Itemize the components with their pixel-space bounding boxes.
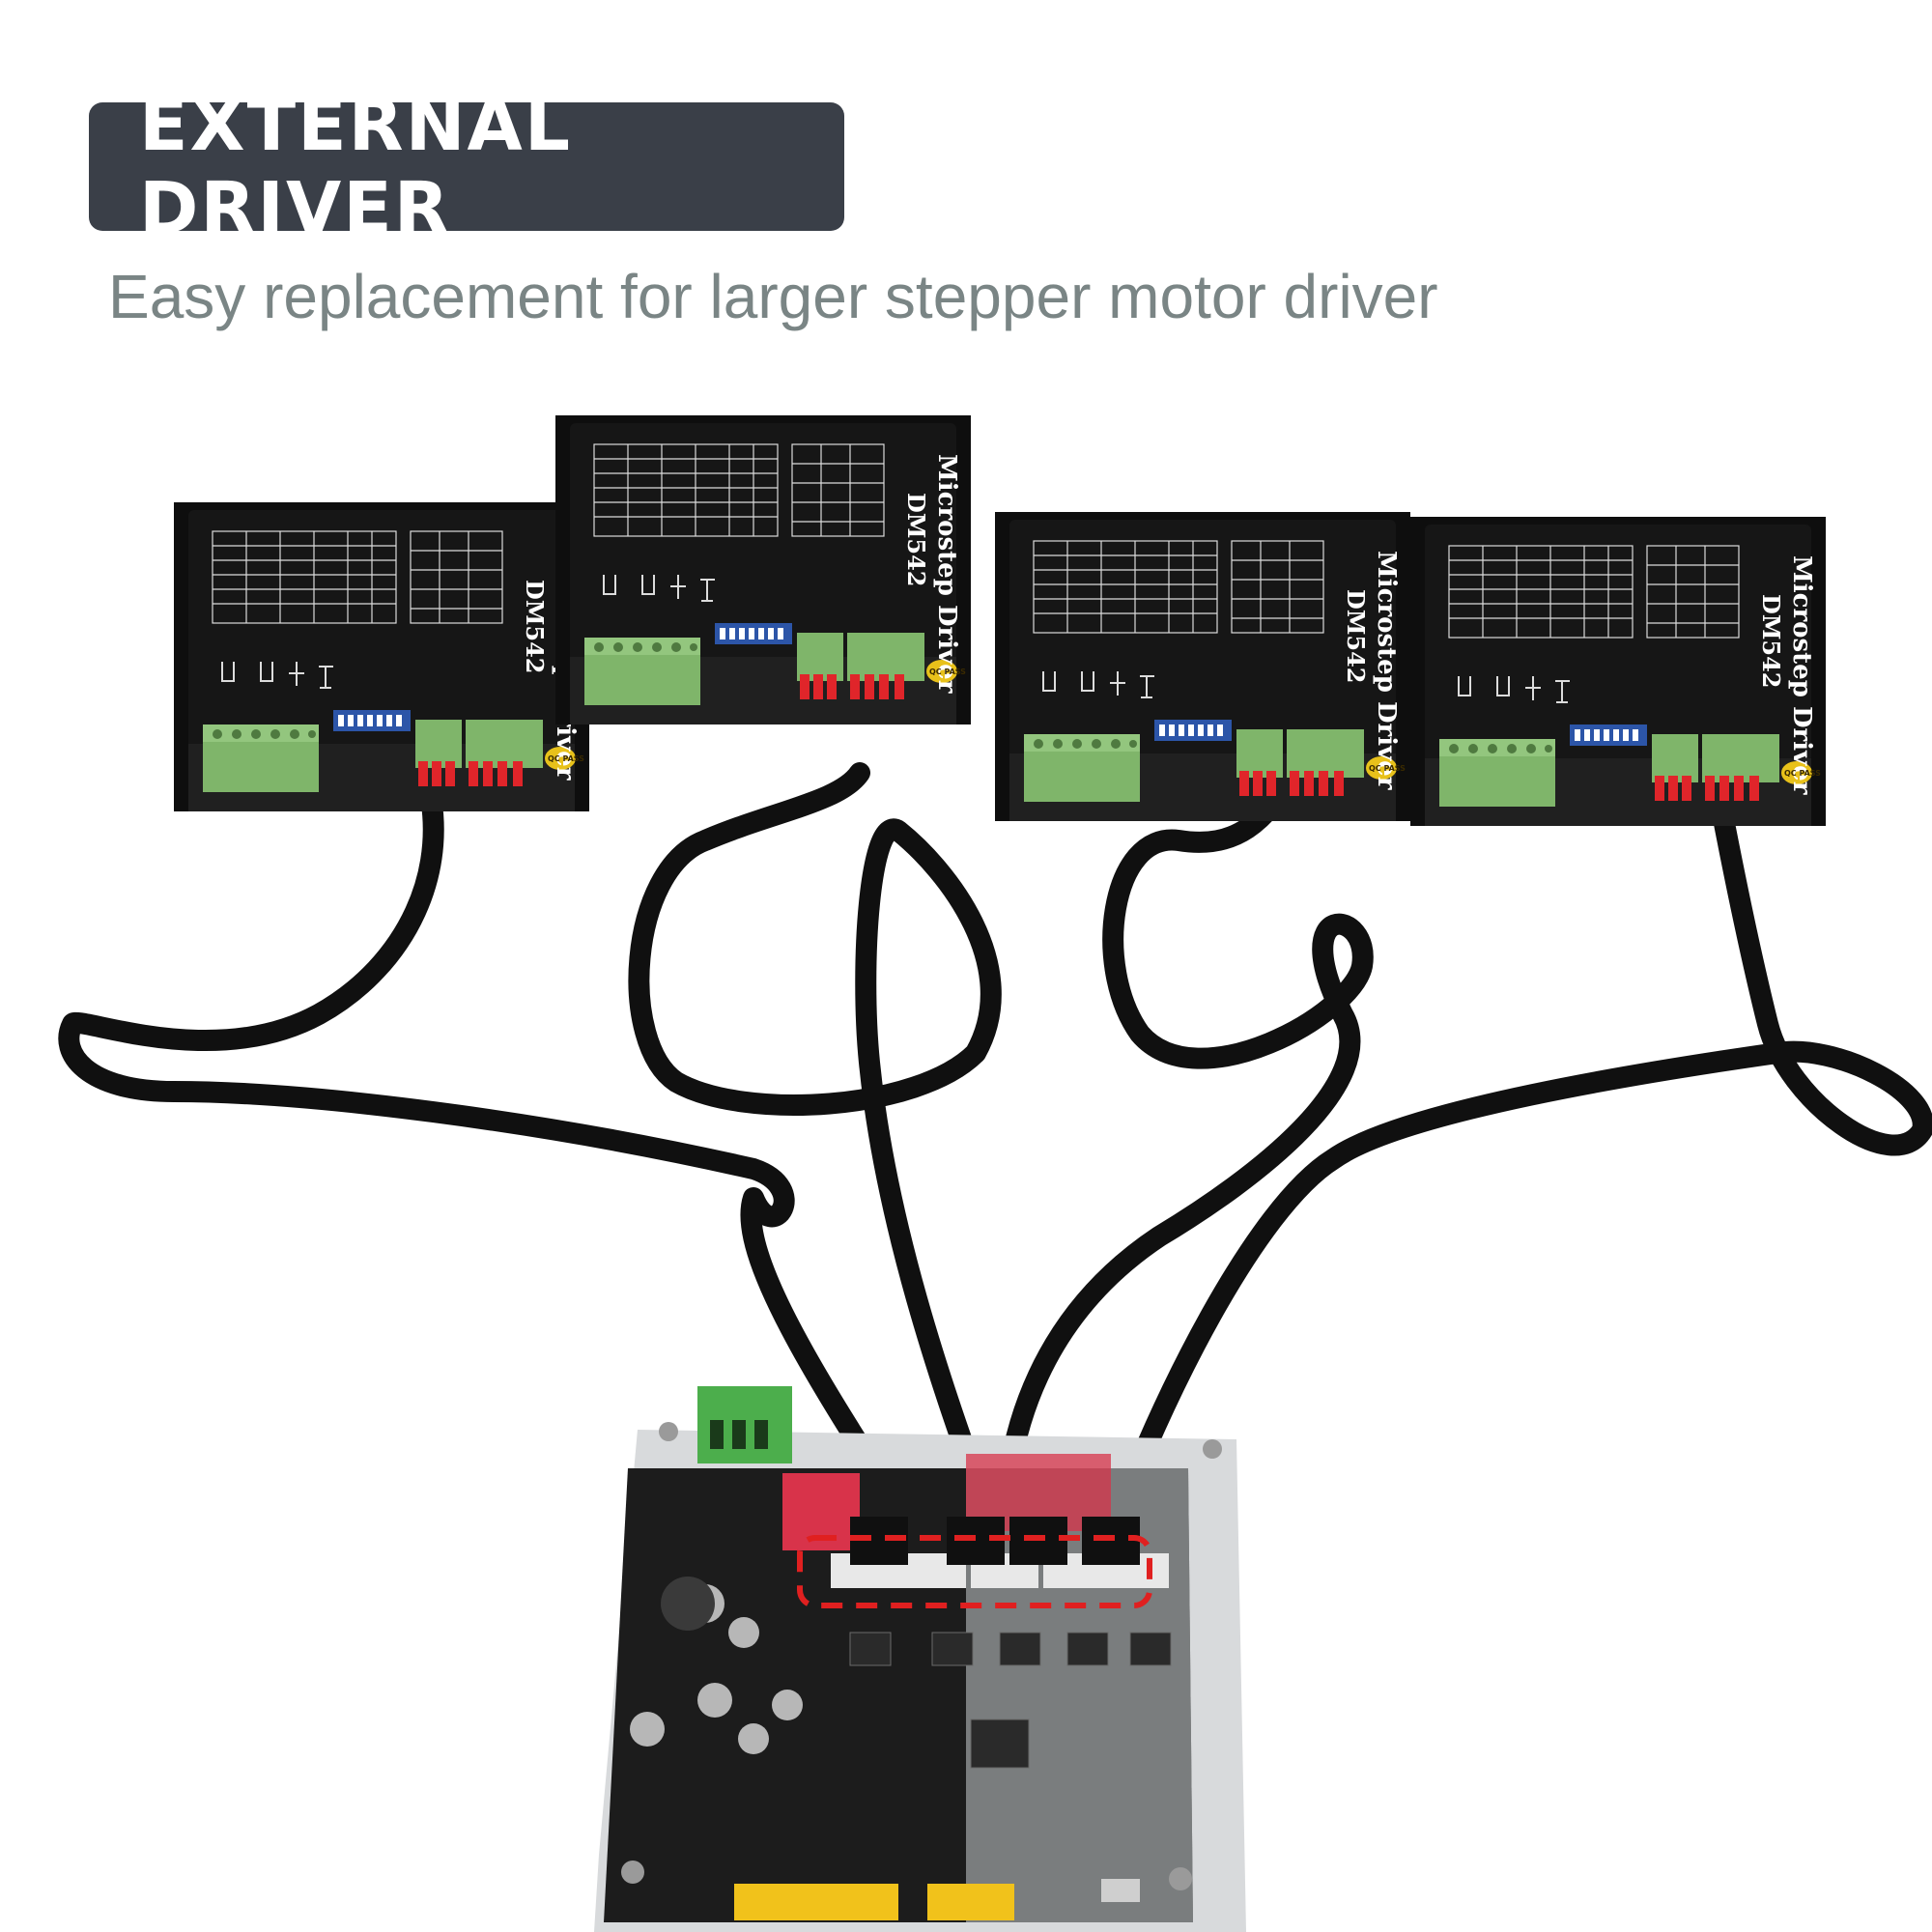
page-subtitle: Easy replacement for larger stepper moto… [108, 262, 1438, 331]
driver-model-label: DM542 [902, 493, 930, 586]
driver-model-label: DM542 [1757, 594, 1785, 688]
driver-3: Microstep Driver DM542 QC PASS [994, 511, 1411, 822]
page-title: EXTERNAL DRIVER [139, 83, 572, 250]
highlight-box [797, 1535, 1152, 1608]
controller-board [594, 1386, 1246, 1932]
qc-pass-label: QC PASS [548, 754, 584, 763]
driver-product-label: Microstep Driver [1787, 555, 1816, 795]
driver-product-label: Microstep Driver [932, 454, 961, 694]
driver-4: Microstep Driver DM542 QC PASS [1409, 516, 1827, 827]
driver-1: Microstep Driver DM542 QC PASS [173, 501, 590, 812]
driver-model-label: DM542 [521, 580, 549, 673]
qc-pass-label: QC PASS [1369, 764, 1406, 773]
qc-pass-label: QC PASS [929, 668, 966, 676]
driver-2: Microstep Driver DM542 QC PASS [554, 414, 972, 725]
qc-pass-label: QC PASS [1784, 769, 1821, 778]
title-badge: EXTERNAL DRIVER [89, 84, 844, 250]
driver-product-label: Microstep Driver [1372, 551, 1401, 790]
io-header [734, 1884, 898, 1920]
driver-model-label: DM542 [1342, 589, 1370, 683]
